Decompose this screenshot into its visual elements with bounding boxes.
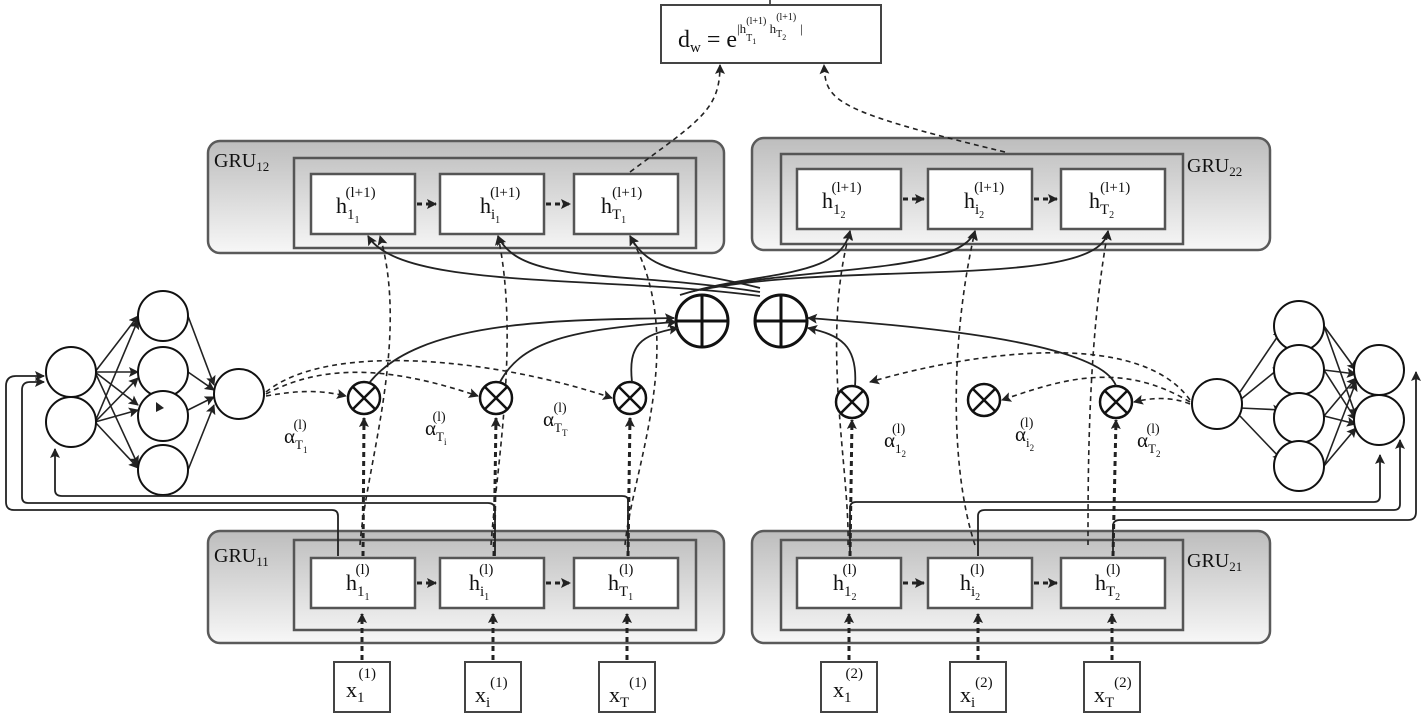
hidden-state-top-left-T: hT1(l+1)	[572, 172, 680, 236]
right-alpha-dashed-arrows	[869, 351, 1191, 405]
attention-to-sum-arrows	[369, 313, 1117, 387]
alpha-left-i: αTi(l)	[425, 410, 447, 447]
svg-text:xT(1): xT(1)	[609, 675, 647, 711]
alpha-left-1: αT1(l)	[284, 418, 307, 455]
alpha-right-T: αT2(l)	[1137, 422, 1160, 459]
input-arrows	[357, 613, 1117, 660]
input-left-T: xT(1)	[598, 661, 656, 713]
hidden-state-top-right-i: hi2(l+1)	[926, 167, 1034, 231]
svg-text:hi2(l+1): hi2(l+1)	[964, 180, 1004, 221]
hidden-state-bottom-right-T: hT2(l)	[1059, 556, 1167, 610]
multiply-node-left-T	[612, 380, 648, 416]
svg-text:hT1(l): hT1(l)	[608, 562, 633, 603]
left-attention-mlp	[45, 290, 265, 496]
input-right-i: xi(2)	[949, 661, 1007, 713]
input-left-1: x1(1)	[333, 661, 391, 713]
multiply-node-left-i	[478, 380, 514, 416]
svg-text:x1(1): x1(1)	[346, 666, 376, 706]
gru11-label: GRU11	[214, 545, 269, 569]
hidden-state-top-left-i: hi1(l+1)	[438, 172, 546, 236]
svg-text:h11(l+1): h11(l+1)	[336, 185, 376, 226]
svg-text:x1(2): x1(2)	[833, 666, 863, 706]
multiply-nodes	[346, 380, 1134, 420]
alpha-right-i: αi2(l)	[1015, 416, 1034, 453]
svg-text:hi1(l+1): hi1(l+1)	[480, 185, 520, 226]
svg-text:xi(1): xi(1)	[475, 675, 508, 711]
input-right-T: xT(2)	[1083, 661, 1141, 713]
gru12-label: GRU12	[214, 150, 269, 174]
svg-text:xT(2): xT(2)	[1094, 675, 1132, 711]
left-feedback-lines	[5, 371, 629, 556]
hidden-state-bottom-left-i: hi1(l)	[438, 556, 546, 610]
hidden-state-bottom-left-1: h11(l)	[309, 556, 417, 610]
alpha-left-T: αTT(l)	[543, 401, 568, 438]
sum-node-left	[674, 293, 730, 349]
right-feedback-lines	[849, 371, 1421, 556]
distance-formula: dw = e|hT1(l+1) hT2(l+1)|	[678, 12, 803, 56]
sum-nodes	[674, 293, 809, 349]
svg-text:hT2(l+1): hT2(l+1)	[1089, 180, 1130, 221]
hidden-state-top-right-T: hT2(l+1)	[1059, 167, 1167, 231]
gru21-label: GRU21	[1187, 550, 1242, 574]
svg-text:hT2(l): hT2(l)	[1095, 562, 1120, 603]
sum-node-right	[753, 293, 809, 349]
gru22-label: GRU22	[1187, 155, 1242, 179]
svg-text:h12(l+1): h12(l+1)	[822, 180, 862, 221]
input-right-1: x1(2)	[820, 661, 878, 713]
multiply-node-right-1	[834, 384, 870, 420]
svg-text:h11(l): h11(l)	[346, 562, 370, 603]
recurrent-arrows	[417, 194, 1058, 588]
hidden-state-bottom-left-T: hT1(l)	[572, 556, 680, 610]
distance-formula-box: dw = e|hT1(l+1) hT2(l+1)|	[660, 0, 882, 64]
svg-text:hT1(l+1): hT1(l+1)	[601, 185, 642, 226]
sum-to-top-arrows	[367, 230, 1112, 297]
alpha-labels: αT1(l) αTi(l) αTT(l) α12(l) αi2(l) αT2(l…	[284, 401, 1160, 459]
hidden-state-top-right-1: h12(l+1)	[795, 167, 903, 231]
svg-text:hi2(l): hi2(l)	[960, 562, 984, 603]
svg-text:xi(2): xi(2)	[960, 675, 993, 711]
multiply-node-left-1	[346, 380, 382, 416]
multiply-node-right-T	[1098, 384, 1134, 420]
alpha-right-1: α12(l)	[884, 422, 906, 459]
right-attention-mlp	[1191, 300, 1405, 492]
hidden-state-bottom-right-1: h12(l)	[795, 556, 903, 610]
output-dashed-lines	[629, 64, 1006, 173]
input-left-i: xi(1)	[464, 661, 522, 713]
multiply-node-right-i	[966, 382, 1002, 418]
svg-text:h12(l): h12(l)	[833, 562, 857, 603]
hidden-state-bottom-right-i: hi2(l)	[926, 556, 1034, 610]
svg-text:hi1(l): hi1(l)	[469, 562, 493, 603]
hidden-state-top-left-1: h11(l+1)	[309, 172, 417, 236]
left-alpha-dashed-arrows	[265, 359, 613, 400]
